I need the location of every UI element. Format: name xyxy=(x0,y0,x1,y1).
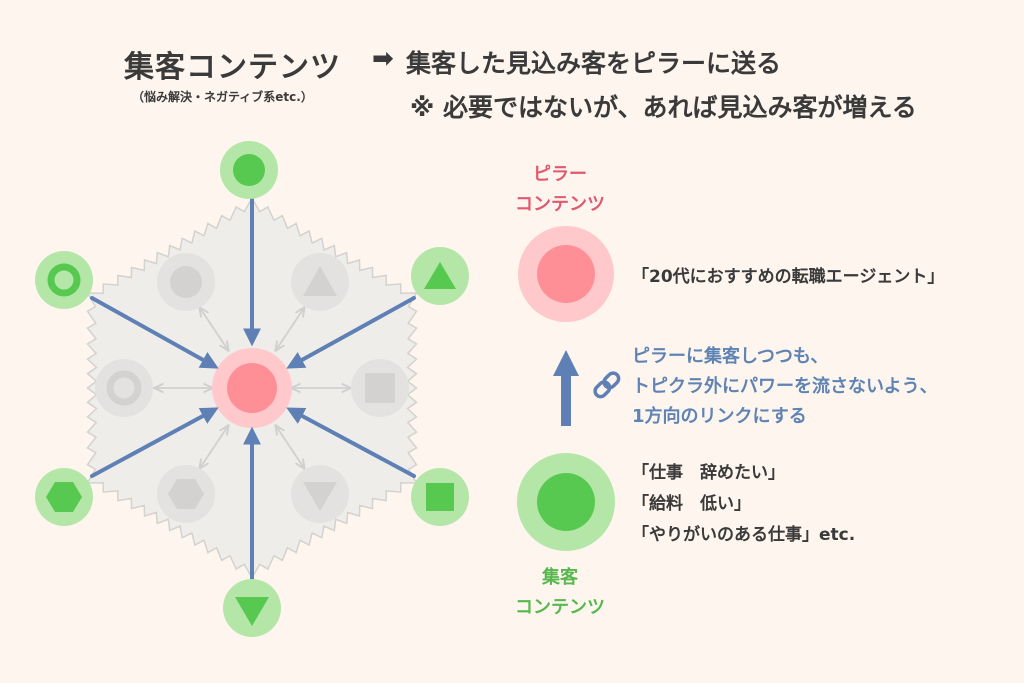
up-arrow-icon xyxy=(553,350,579,426)
outer-node-top-left xyxy=(35,251,93,309)
acquisition-title-line2: コンテンツ xyxy=(515,597,605,618)
outer-node-bottom-left xyxy=(35,468,93,526)
outer-node-top-right xyxy=(411,247,469,305)
pillar-title: ピラー コンテンツ xyxy=(470,160,650,220)
inner-node-3 xyxy=(351,359,409,417)
note: ※ 必要ではないが、あれば見込み客が増える xyxy=(410,93,917,122)
page-title: 集客コンテンツ xyxy=(124,50,341,85)
hexagon-icon xyxy=(46,482,82,512)
pillar-title-line1: ピラー xyxy=(533,164,587,185)
triangle-icon xyxy=(424,262,456,289)
keyword-item: 「給料 低い」 xyxy=(632,494,751,514)
outer-node-top xyxy=(220,141,278,199)
pillar-example: 「20代におすすめの転職エージェント」 xyxy=(632,267,945,287)
center-pillar-node xyxy=(212,348,292,428)
acquisition-node xyxy=(517,453,615,551)
outer-node-bottom-right xyxy=(411,468,469,526)
inner-node-2 xyxy=(291,253,349,311)
circle-icon xyxy=(170,266,202,298)
inner-node-1 xyxy=(157,253,215,311)
page-subtitle: （悩み解決・ネガティブ系etc.） xyxy=(132,90,313,104)
keyword-item: 「やりがいのある仕事」etc. xyxy=(632,525,856,545)
triangle-icon xyxy=(303,266,337,296)
link-description-line3: 1方向のリンクにする xyxy=(632,406,807,427)
hexagon-icon xyxy=(168,479,204,509)
circle-icon xyxy=(233,154,265,186)
inner-node-6 xyxy=(95,359,153,417)
keyword-item: 「仕事 辞めたい」 xyxy=(632,463,785,483)
internal-link-arrows xyxy=(155,308,350,468)
link-description-line2: トピクラ外にパワーを流さないよう、 xyxy=(632,376,938,397)
down-triangle-icon xyxy=(235,597,269,626)
link-description-line1: ピラーに集客しつつも、 xyxy=(632,346,829,367)
acquisition-link-arrows xyxy=(90,196,416,582)
chain-link-icon xyxy=(593,371,621,399)
inner-node-4 xyxy=(291,465,349,523)
headline: 集客した見込み客をピラーに送る xyxy=(406,49,782,78)
pillar-node xyxy=(518,226,614,322)
acquisition-title-line1: 集客 xyxy=(542,567,578,588)
down-triangle-icon xyxy=(303,482,337,511)
right-arrow-icon: ➡ xyxy=(372,44,394,74)
acquisition-title: 集客 コンテンツ xyxy=(470,563,650,623)
inner-node-5 xyxy=(157,465,215,523)
ring-icon xyxy=(47,263,81,297)
square-icon xyxy=(426,483,454,511)
keyword-list: 「仕事 辞めたい」 「給料 低い」 「やりがいのある仕事」etc. xyxy=(632,458,855,551)
link-description: ピラーに集客しつつも、 トピクラ外にパワーを流さないよう、 1方向のリンクにする xyxy=(632,342,938,432)
outer-node-bottom xyxy=(223,579,281,637)
pillar-title-line2: コンテンツ xyxy=(515,194,605,215)
ring-icon xyxy=(106,370,142,406)
square-icon xyxy=(365,373,395,403)
